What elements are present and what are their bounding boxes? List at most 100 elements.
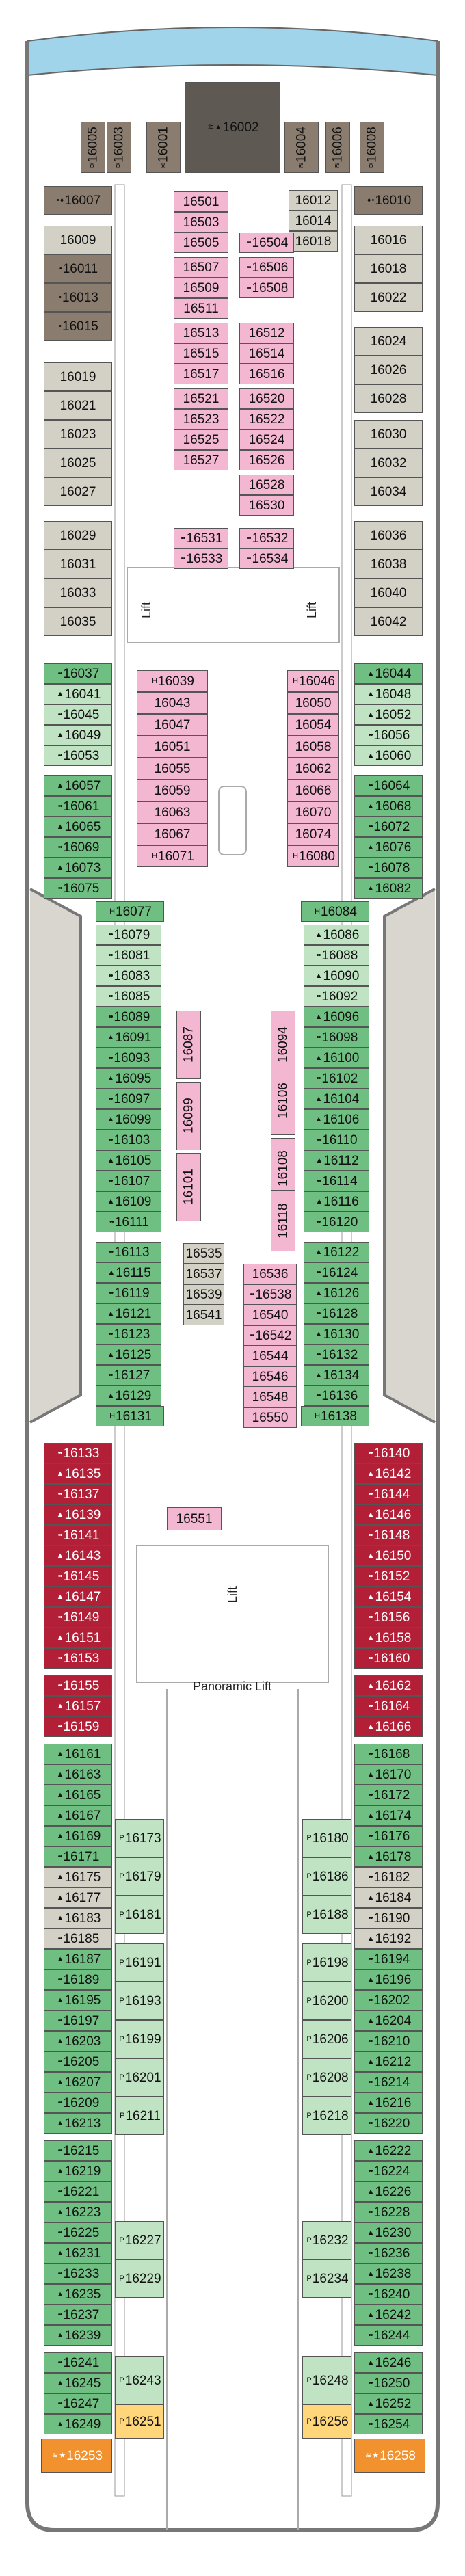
cabin-16156[interactable]: ••16156 bbox=[354, 1607, 423, 1628]
cabin-16072[interactable]: ••16072 bbox=[354, 816, 423, 837]
cabin-16116[interactable]: ▲16116 bbox=[304, 1191, 369, 1212]
cabin-16005[interactable]: ≋16005 bbox=[81, 122, 105, 173]
cabin-16245[interactable]: ▲16245 bbox=[44, 2373, 112, 2393]
cabin-16037[interactable]: ••16037 bbox=[44, 663, 112, 684]
cabin-16176[interactable]: ••16176 bbox=[354, 1826, 423, 1846]
cabin-16235[interactable]: ▲16235 bbox=[44, 2284, 112, 2305]
cabin-16081[interactable]: ••16081 bbox=[96, 945, 161, 966]
cabin-16258[interactable]: ≋ ★16258 bbox=[354, 2439, 425, 2473]
cabin-16215[interactable]: ••16215 bbox=[44, 2140, 112, 2161]
cabin-16056[interactable]: ••16056 bbox=[354, 725, 423, 745]
cabin-16123[interactable]: ••16123 bbox=[96, 1324, 161, 1344]
cabin-16126[interactable]: ▲16126 bbox=[304, 1283, 369, 1303]
cabin-16004[interactable]: ≋16004 bbox=[284, 122, 319, 173]
cabin-16145[interactable]: ••16145 bbox=[44, 1566, 112, 1586]
cabin-16532[interactable]: ▪▪16532 bbox=[239, 528, 294, 548]
cabin-16195[interactable]: ▲16195 bbox=[44, 1990, 112, 2010]
cabin-16098[interactable]: ••16098 bbox=[304, 1027, 369, 1048]
cabin-16030[interactable]: 16030 bbox=[354, 420, 423, 449]
cabin-16174[interactable]: ▲16174 bbox=[354, 1805, 423, 1826]
cabin-16022[interactable]: 16022 bbox=[354, 283, 423, 312]
cabin-16204[interactable]: ▲16204 bbox=[354, 2010, 423, 2031]
cabin-16542[interactable]: ▪▪16542 bbox=[243, 1325, 297, 1346]
cabin-16512[interactable]: 16512 bbox=[239, 323, 294, 343]
cabin-16523[interactable]: 16523 bbox=[174, 409, 228, 429]
cabin-16548[interactable]: 16548 bbox=[243, 1387, 297, 1407]
cabin-16162[interactable]: ▲16162 bbox=[354, 1675, 423, 1696]
cabin-16150[interactable]: ▲16150 bbox=[354, 1545, 423, 1566]
cabin-16230[interactable]: ▲16230 bbox=[354, 2222, 423, 2243]
cabin-16136[interactable]: ••16136 bbox=[304, 1385, 369, 1406]
cabin-16102[interactable]: ••16102 bbox=[304, 1068, 369, 1089]
cabin-16028[interactable]: 16028 bbox=[354, 384, 423, 413]
cabin-16006[interactable]: ≋16006 bbox=[326, 122, 350, 173]
cabin-16166[interactable]: ▲16166 bbox=[354, 1716, 423, 1737]
cabin-16183[interactable]: ▲16183 bbox=[44, 1908, 112, 1928]
cabin-16524[interactable]: 16524 bbox=[239, 429, 294, 450]
cabin-16122[interactable]: ▲16122 bbox=[304, 1242, 369, 1262]
cabin-16019[interactable]: 16019 bbox=[44, 362, 112, 391]
cabin-16544[interactable]: 16544 bbox=[243, 1346, 297, 1366]
cabin-16031[interactable]: 16031 bbox=[44, 550, 112, 579]
cabin-16530[interactable]: 16530 bbox=[239, 495, 294, 516]
cabin-16163[interactable]: ▲16163 bbox=[44, 1764, 112, 1785]
cabin-16034[interactable]: 16034 bbox=[354, 477, 423, 506]
cabin-16213[interactable]: ▲16213 bbox=[44, 2113, 112, 2134]
cabin-16083[interactable]: ••16083 bbox=[96, 966, 161, 986]
cabin-16105[interactable]: ▲16105 bbox=[96, 1150, 161, 1171]
cabin-16097[interactable]: ••16097 bbox=[96, 1089, 161, 1109]
cabin-16044[interactable]: ▲16044 bbox=[354, 663, 423, 684]
cabin-16207[interactable]: ▲16207 bbox=[44, 2072, 112, 2093]
cabin-16045[interactable]: ••16045 bbox=[44, 704, 112, 725]
cabin-16115[interactable]: ▲16115 bbox=[96, 1262, 161, 1283]
cabin-16244[interactable]: ••16244 bbox=[354, 2325, 423, 2346]
cabin-16089[interactable]: ••16089 bbox=[96, 1007, 161, 1027]
cabin-16042[interactable]: 16042 bbox=[354, 607, 423, 636]
cabin-16111[interactable]: ••16111 bbox=[96, 1212, 161, 1232]
cabin-16130[interactable]: ▲16130 bbox=[304, 1324, 369, 1344]
cabin-16036[interactable]: 16036 bbox=[354, 521, 423, 550]
cabin-16023[interactable]: 16023 bbox=[44, 420, 112, 449]
cabin-16018[interactable]: 16018 bbox=[289, 231, 338, 252]
cabin-16209[interactable]: ••16209 bbox=[44, 2093, 112, 2113]
cabin-16169[interactable]: ▲16169 bbox=[44, 1826, 112, 1846]
cabin-16109[interactable]: ▲16109 bbox=[96, 1191, 161, 1212]
cabin-16002[interactable]: ≋ ▲16002 bbox=[185, 82, 280, 173]
cabin-16137[interactable]: ••16137 bbox=[44, 1484, 112, 1504]
cabin-16540[interactable]: 16540 bbox=[243, 1305, 297, 1325]
cabin-16129[interactable]: ▲16129 bbox=[96, 1385, 161, 1406]
cabin-16506[interactable]: ▪▪16506 bbox=[239, 257, 294, 278]
cabin-16546[interactable]: 16546 bbox=[243, 1366, 297, 1387]
cabin-16513[interactable]: 16513 bbox=[174, 323, 228, 343]
cabin-16508[interactable]: ▪▪16508 bbox=[239, 278, 294, 298]
cabin-16057[interactable]: ▲16057 bbox=[44, 775, 112, 796]
cabin-16086[interactable]: ▲16086 bbox=[304, 925, 369, 945]
cabin-16537[interactable]: 16537 bbox=[183, 1264, 224, 1284]
cabin-16253[interactable]: ≋ ★16253 bbox=[41, 2439, 112, 2473]
cabin-16143[interactable]: ▲16143 bbox=[44, 1545, 112, 1566]
cabin-16112[interactable]: ▲16112 bbox=[304, 1150, 369, 1171]
cabin-16511[interactable]: 16511 bbox=[174, 298, 228, 319]
cabin-16221[interactable]: ••16221 bbox=[44, 2181, 112, 2202]
cabin-16192[interactable]: ▲16192 bbox=[354, 1928, 423, 1949]
cabin-16538[interactable]: ▪▪16538 bbox=[243, 1284, 297, 1305]
cabin-16550[interactable]: 16550 bbox=[243, 1407, 297, 1428]
cabin-16187[interactable]: ▲16187 bbox=[44, 1949, 112, 1969]
cabin-16216[interactable]: ▲16216 bbox=[354, 2093, 423, 2113]
